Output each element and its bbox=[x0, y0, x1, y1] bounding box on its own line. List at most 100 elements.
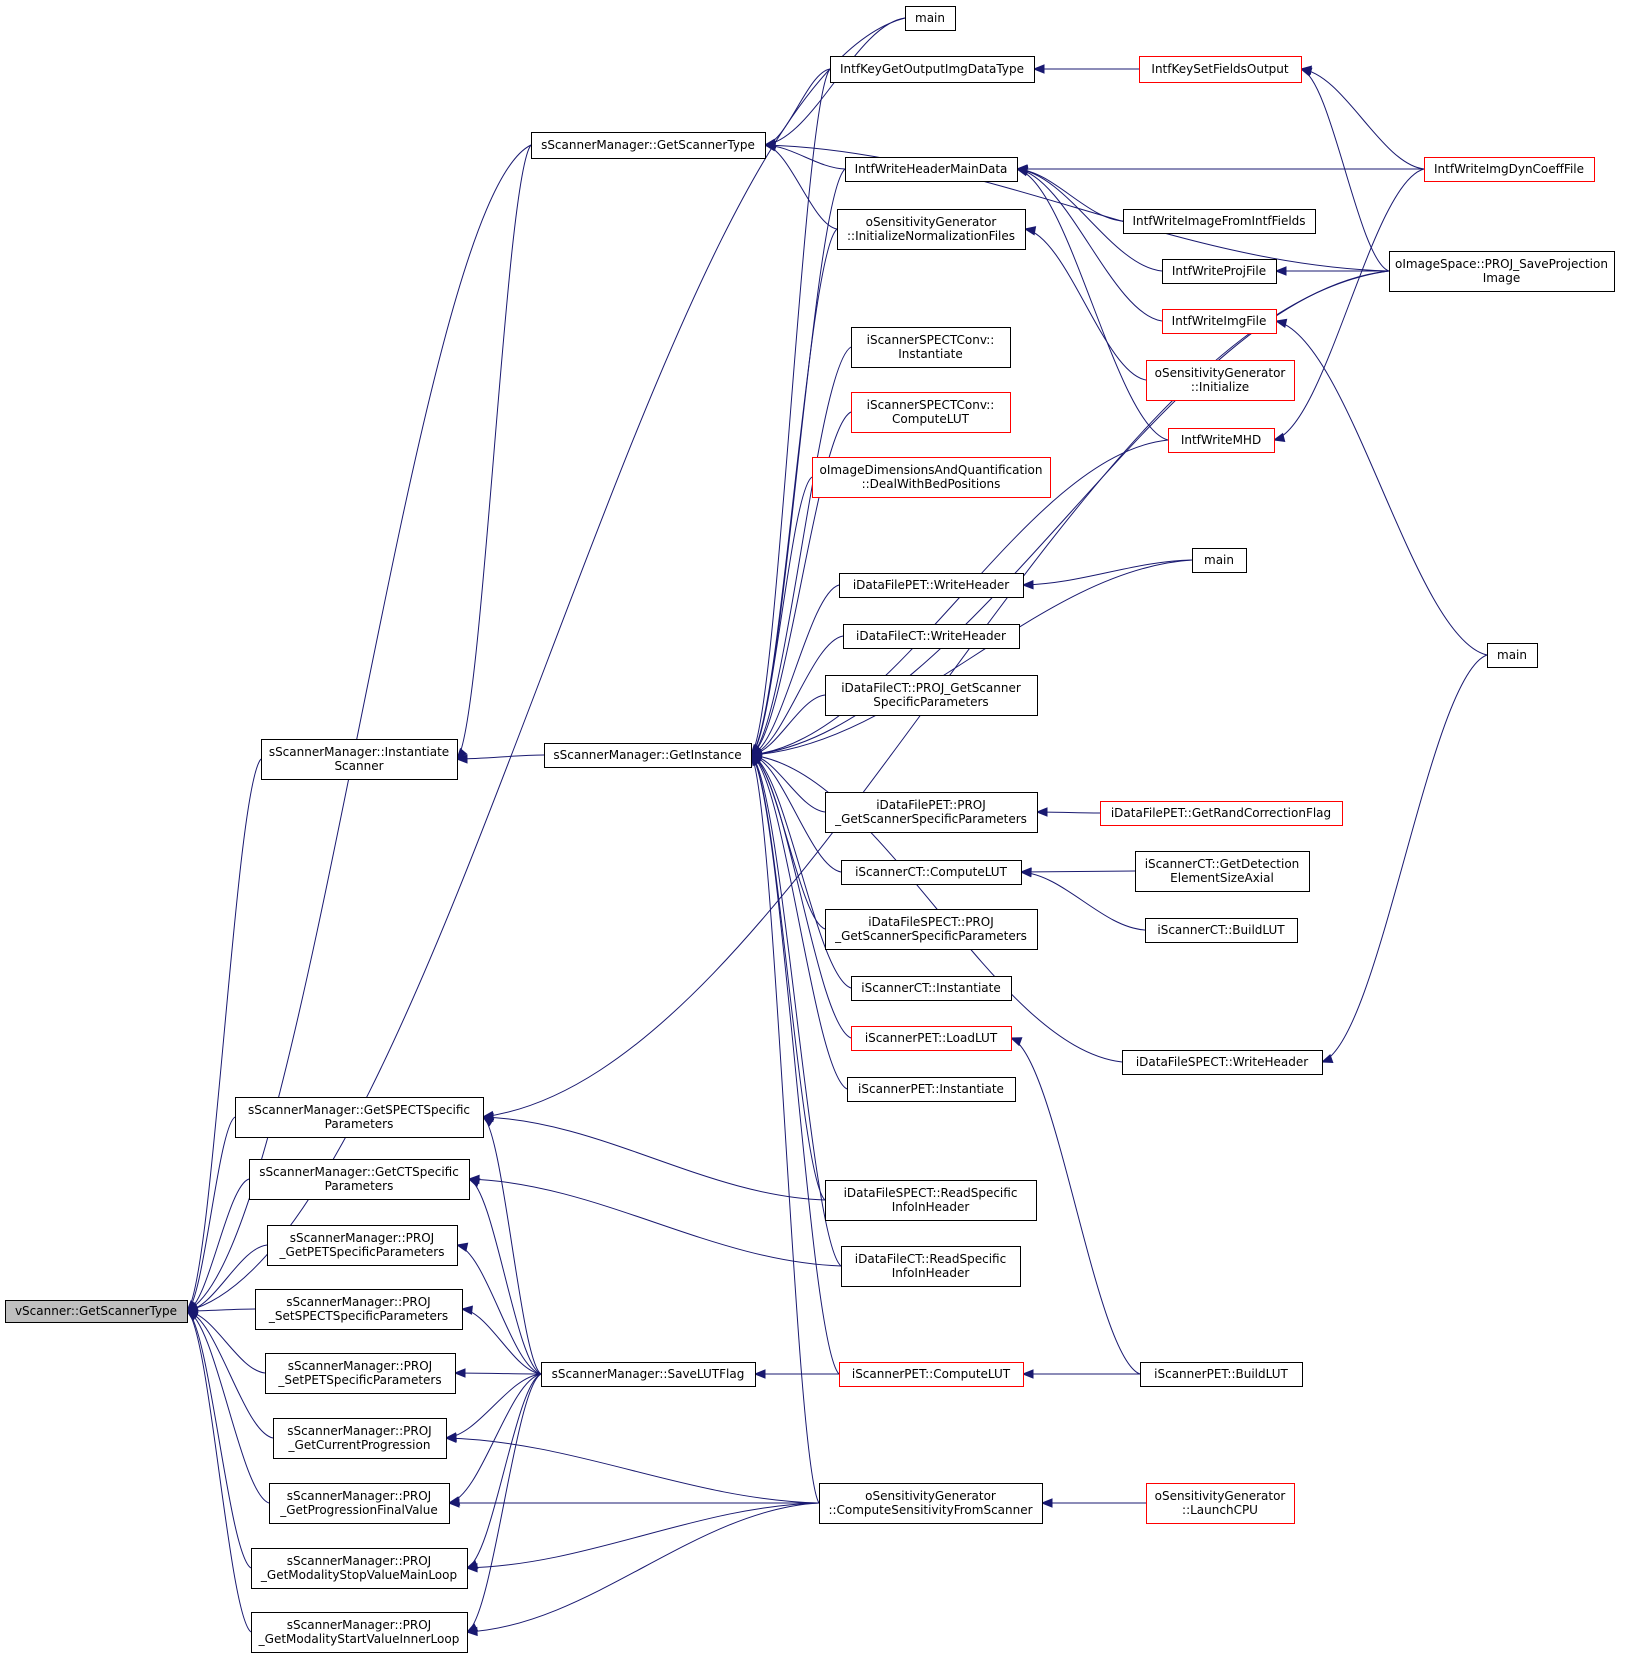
edge-arrowhead bbox=[1032, 64, 1045, 74]
node-label: iScannerCT::ComputeLUT bbox=[855, 865, 1007, 879]
node-box bbox=[1389, 251, 1615, 292]
node-proj-start-inner[interactable]: sScannerManager::PROJ_GetModalityStartVa… bbox=[251, 1612, 468, 1653]
edge-spect-read-spec-to-get-spectspec bbox=[482, 1116, 826, 1201]
node-box bbox=[905, 6, 956, 31]
node-get-rand-corr[interactable]: iDataFilePET::GetRandCorrectionFlag bbox=[1100, 801, 1343, 826]
node-root[interactable]: vScanner::GetScannerType bbox=[5, 1300, 188, 1323]
node-label: sScannerManager::PROJ bbox=[290, 1231, 434, 1245]
node-pet-build-lut[interactable]: iScannerPET::BuildLUT bbox=[1140, 1362, 1303, 1387]
edge-arrowhead bbox=[753, 1369, 766, 1379]
node-proj-get-pet[interactable]: sScannerManager::PROJ_GetPETSpecificPara… bbox=[267, 1225, 458, 1266]
node-label: iDataFilePET::WriteHeader bbox=[853, 578, 1009, 592]
node-pet-write-header[interactable]: iDataFilePET::WriteHeader bbox=[839, 573, 1024, 598]
node-pet-instantiate[interactable]: iScannerPET::Instantiate bbox=[847, 1077, 1016, 1102]
node-launch-cpu[interactable]: oSensitivityGenerator::LaunchCPU bbox=[1146, 1483, 1295, 1524]
node-write-proj-file[interactable]: IntfWriteProjFile bbox=[1162, 259, 1277, 284]
node-label: iDataFileCT::ReadSpecific bbox=[855, 1252, 1006, 1266]
edge-save-lut-to-get-spectspec bbox=[482, 1116, 542, 1375]
node-spect-get-scanner-spec[interactable]: iDataFileSPECT::PROJ_GetScannerSpecificP… bbox=[825, 909, 1038, 950]
node-label: iDataFilePET::PROJ bbox=[876, 798, 986, 812]
node-ct-build-lut[interactable]: iScannerCT::BuildLUT bbox=[1145, 918, 1298, 943]
node-box bbox=[1140, 1362, 1303, 1387]
edge-arrowhead bbox=[467, 1178, 481, 1188]
node-label: ::LaunchCPU bbox=[1182, 1503, 1258, 1517]
node-proj-set-pet[interactable]: sScannerManager::PROJ_SetPETSpecificPara… bbox=[265, 1353, 456, 1394]
node-label: sScannerManager::PROJ bbox=[287, 1489, 431, 1503]
node-get-spectspec[interactable]: sScannerManager::GetSPECTSpecificParamet… bbox=[235, 1097, 484, 1138]
edge-compute-sens-to-get-instance bbox=[750, 754, 820, 1504]
node-label: ElementSizeAxial bbox=[1170, 871, 1274, 885]
node-box bbox=[1192, 548, 1247, 573]
node-write-mhd[interactable]: IntfWriteMHD bbox=[1168, 428, 1275, 453]
node-save-lut[interactable]: sScannerManager::SaveLUTFlag bbox=[541, 1362, 756, 1387]
node-init-norm-files[interactable]: oSensitivityGenerator::InitializeNormali… bbox=[837, 209, 1026, 250]
node-label: oImageSpace::PROJ_SaveProjection bbox=[1395, 257, 1608, 271]
edge-arrowhead bbox=[1274, 318, 1288, 328]
node-pet-compute-lut[interactable]: iScannerPET::ComputeLUT bbox=[839, 1362, 1024, 1387]
node-deal-bed[interactable]: oImageDimensionsAndQuantification::DealW… bbox=[812, 457, 1051, 498]
node-main1[interactable]: main bbox=[905, 6, 956, 31]
node-label: _GetProgressionFinalValue bbox=[279, 1503, 438, 1517]
node-box bbox=[541, 1362, 756, 1387]
node-compute-sens[interactable]: oSensitivityGenerator::ComputeSensitivit… bbox=[819, 1483, 1043, 1524]
edge-pet-instantiate-to-get-instance bbox=[750, 754, 848, 1090]
node-label: iScannerSPECTConv:: bbox=[867, 398, 995, 412]
node-write-img-file[interactable]: IntfWriteImgFile bbox=[1162, 309, 1277, 334]
node-proj-set-spect[interactable]: sScannerManager::PROJ_SetSPECTSpecificPa… bbox=[255, 1289, 463, 1330]
node-write-image-from-fields[interactable]: IntfWriteImageFromIntfFields bbox=[1123, 209, 1316, 234]
node-box bbox=[1162, 259, 1277, 284]
edge-ct-build-lut-to-ct-compute-lut bbox=[1020, 871, 1146, 931]
edge-arrowhead bbox=[465, 1562, 478, 1573]
node-proj-cur-prog[interactable]: sScannerManager::PROJ_GetCurrentProgress… bbox=[273, 1418, 447, 1459]
edge-pet-get-scanner-spec-to-get-instance bbox=[750, 754, 826, 813]
node-box bbox=[839, 573, 1024, 598]
node-write-img-dyn[interactable]: IntfWriteImgDynCoeffFile bbox=[1424, 157, 1595, 182]
edge-arrowhead bbox=[1021, 1369, 1034, 1379]
node-main2[interactable]: main bbox=[1192, 548, 1247, 573]
node-box bbox=[851, 327, 1011, 368]
node-label: sScannerManager::GetSPECTSpecific bbox=[248, 1103, 470, 1117]
node-ct-get-scanner-spec[interactable]: iDataFileCT::PROJ_GetScannerSpecificPara… bbox=[825, 675, 1038, 716]
node-proj-prog-final[interactable]: sScannerManager::PROJ_GetProgressionFina… bbox=[269, 1483, 450, 1524]
node-key-get-output[interactable]: IntfKeyGetOutputImgDataType bbox=[830, 56, 1035, 83]
node-label: InfoInHeader bbox=[892, 1266, 970, 1280]
node-label: iScannerPET::Instantiate bbox=[858, 1082, 1004, 1096]
node-ct-write-header[interactable]: iDataFileCT::WriteHeader bbox=[843, 624, 1020, 649]
node-get-instance[interactable]: sScannerManager::GetInstance bbox=[544, 743, 752, 768]
edge-main3-to-spect-write-header bbox=[1321, 654, 1488, 1063]
node-pet-load-lut[interactable]: iScannerPET::LoadLUT bbox=[851, 1026, 1012, 1051]
edge-proj-stop-main-to-root bbox=[186, 1310, 252, 1569]
node-spect-conv-inst[interactable]: iScannerSPECTConv::Instantiate bbox=[851, 327, 1011, 368]
edge-arrowhead bbox=[481, 1116, 495, 1127]
node-sens-init[interactable]: oSensitivityGenerator::Initialize bbox=[1146, 360, 1295, 401]
node-main3[interactable]: main bbox=[1487, 643, 1538, 668]
edge-spect-write-header-to-get-instance bbox=[750, 754, 1123, 1063]
node-ct-instantiate[interactable]: iScannerCT::Instantiate bbox=[851, 976, 1012, 1001]
node-box bbox=[531, 132, 766, 159]
node-key-set-fields[interactable]: IntfKeySetFieldsOutput bbox=[1139, 56, 1302, 83]
edge-ct-write-header-to-get-instance bbox=[750, 635, 844, 756]
node-label: IntfWriteImgDynCoeffFile bbox=[1434, 162, 1584, 176]
node-box bbox=[1135, 851, 1310, 892]
node-pet-get-scanner-spec[interactable]: iDataFilePET::PROJ_GetScannerSpecificPar… bbox=[825, 792, 1038, 833]
node-proj-stop-main[interactable]: sScannerManager::PROJ_GetModalityStopVal… bbox=[251, 1548, 468, 1589]
node-spect-write-header[interactable]: iDataFileSPECT::WriteHeader bbox=[1122, 1050, 1323, 1075]
node-ct-compute-lut[interactable]: iScannerCT::ComputeLUT bbox=[841, 860, 1022, 885]
node-label: iDataFilePET::GetRandCorrectionFlag bbox=[1111, 806, 1331, 820]
node-label: IntfWriteProjFile bbox=[1172, 264, 1266, 278]
node-label: sScannerManager::PROJ bbox=[287, 1554, 431, 1568]
node-box bbox=[251, 1612, 468, 1653]
edge-pet-write-header-to-get-instance bbox=[750, 584, 840, 756]
node-label: sScannerManager::PROJ bbox=[288, 1359, 432, 1373]
node-get-scanner-type[interactable]: sScannerManager::GetScannerType bbox=[531, 132, 766, 159]
node-layer: vScanner::GetScannerTypesScannerManager:… bbox=[5, 6, 1615, 1653]
node-write-header-main[interactable]: IntfWriteHeaderMainData bbox=[845, 157, 1018, 182]
node-spect-conv-lut[interactable]: iScannerSPECTConv::ComputeLUT bbox=[851, 392, 1011, 433]
